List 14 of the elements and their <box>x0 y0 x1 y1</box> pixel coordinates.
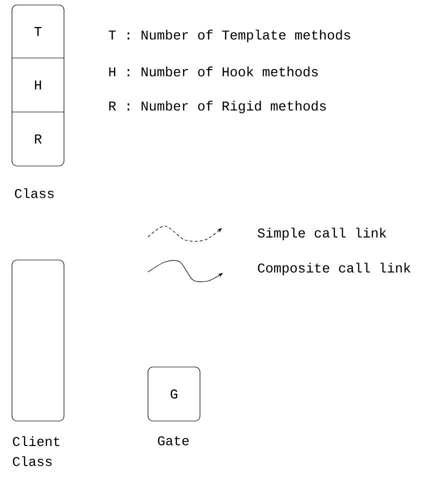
legend-text: Composite call link <box>258 262 410 276</box>
box-caption: Class <box>14 188 54 198</box>
class-box <box>12 4 64 166</box>
cell: H <box>35 80 41 90</box>
legend-text: Simple call link <box>258 228 386 240</box>
class-box <box>12 260 64 422</box>
legend-text: R : Number of Rigid methods <box>109 100 326 114</box>
cell: T <box>34 27 42 36</box>
legend-text: T : Number of Template methods <box>108 30 350 42</box>
box-caption: Gate <box>158 436 189 446</box>
gate-box: G <box>148 366 200 422</box>
box-caption: Client Class <box>12 436 60 466</box>
legend-text: H : Number of Hook methods <box>109 66 318 76</box>
cell: R <box>35 134 42 144</box>
